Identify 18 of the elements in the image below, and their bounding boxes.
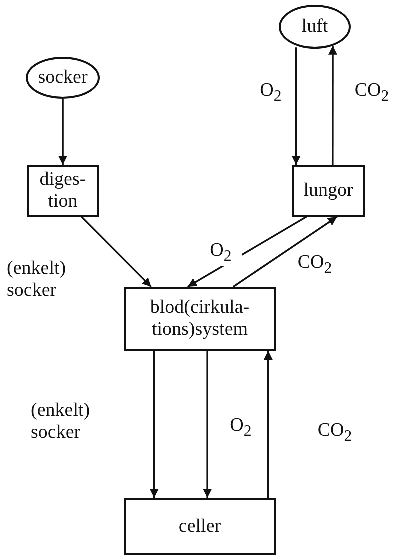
process-box (27, 165, 99, 217)
node-label: socker (38, 67, 88, 89)
arrow (264, 351, 273, 498)
process-box (292, 165, 365, 217)
node-label: lungor (304, 180, 354, 202)
process-box (124, 498, 276, 555)
arrow (150, 351, 159, 498)
arrow (292, 48, 301, 165)
arrow (81, 216, 152, 288)
process-box (124, 287, 276, 351)
arrow (58, 99, 68, 165)
arrow (232, 216, 338, 288)
arrow (328, 46, 338, 165)
arrow (203, 351, 212, 498)
node-label: blod(cirkula- tions)system (149, 297, 251, 341)
node-label: diges- tion (38, 169, 88, 213)
node-label: luft (302, 16, 328, 38)
node-label: celler (178, 516, 222, 538)
